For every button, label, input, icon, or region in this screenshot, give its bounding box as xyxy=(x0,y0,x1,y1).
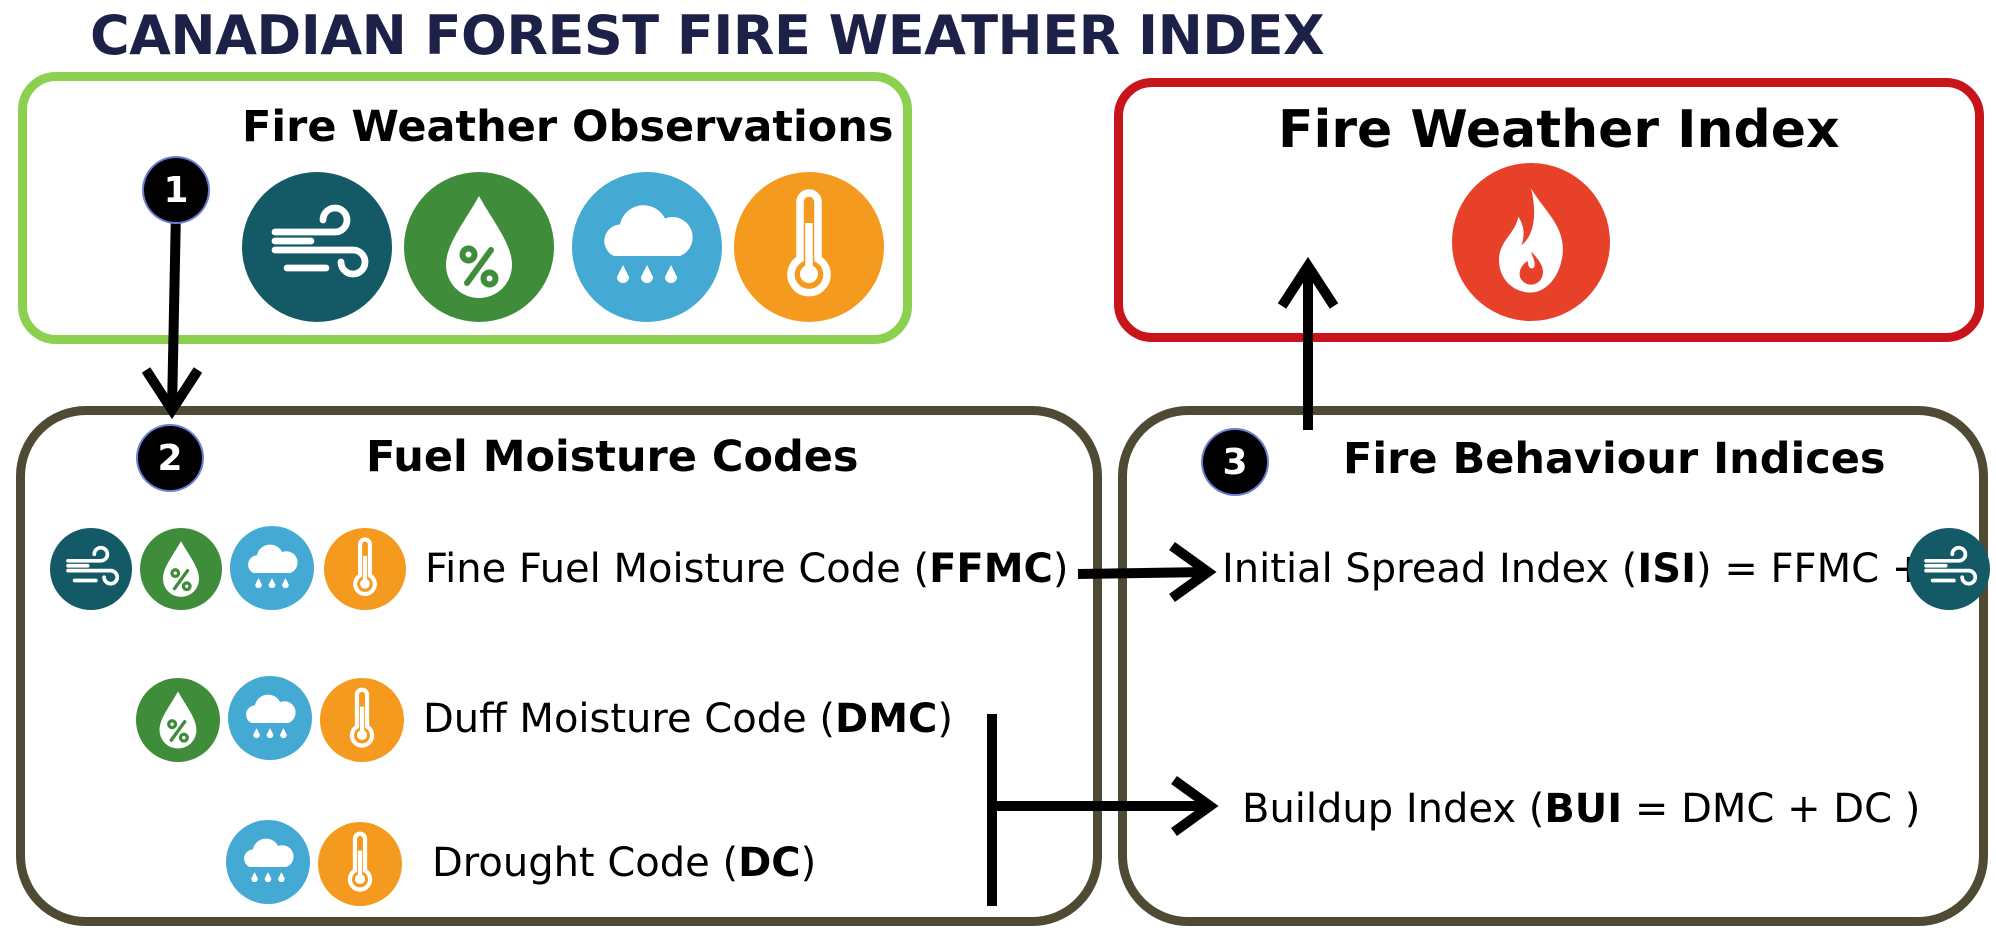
ffmc-label: Fine Fuel Moisture Code (FFMC) xyxy=(425,546,1069,592)
fire-behaviour-indices-box xyxy=(1118,406,1988,926)
arrow-observations-to-codes xyxy=(141,209,203,420)
arrow-ffmc-to-isi xyxy=(1077,541,1217,603)
isi-label: Initial Spread Index (ISI) = FFMC + xyxy=(1222,546,1926,592)
observations-heading: Fire Weather Observations xyxy=(242,102,894,152)
fuel-moisture-codes-box xyxy=(16,406,1102,926)
step-3-badge: 3 xyxy=(1203,430,1267,494)
arrow-indices-to-fwi xyxy=(1277,256,1339,430)
bui-label: Buildup Index (BUI = DMC + DC ) xyxy=(1242,786,1921,832)
observations-box xyxy=(18,72,912,344)
dmc-label: Duff Moisture Code (DMC) xyxy=(423,696,953,742)
page-title: CANADIAN FOREST FIRE WEATHER INDEX xyxy=(90,4,1325,67)
bracket-dmc-dc-to-bui xyxy=(987,714,1219,906)
dc-label: Drought Code (DC) xyxy=(432,840,817,886)
fwi-heading: Fire Weather Index xyxy=(1278,100,1840,160)
fmc-heading: Fuel Moisture Codes xyxy=(366,432,859,482)
step-1-badge: 1 xyxy=(144,158,208,222)
step-2-badge: 2 xyxy=(138,426,202,490)
fwi-box xyxy=(1114,78,1984,342)
fbi-heading: Fire Behaviour Indices xyxy=(1343,434,1886,484)
